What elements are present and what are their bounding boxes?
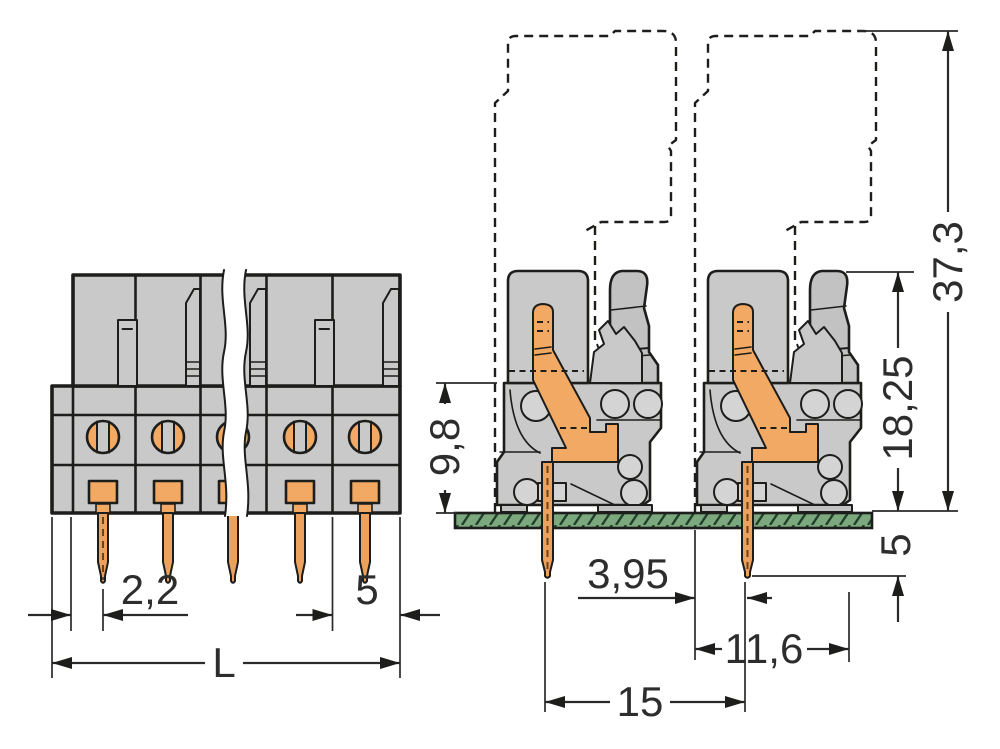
break-tear xyxy=(221,269,250,517)
side-dimensions: 9,8 18,25 37,3 5 3,95 11,6 15 xyxy=(421,30,971,725)
front-dimensions: 2,2 5 L xyxy=(28,517,440,686)
dim-label-height-above-board: 18,25 xyxy=(874,355,921,460)
latch-windows xyxy=(185,288,400,387)
pcb-board xyxy=(453,511,874,530)
pcb-strip xyxy=(453,511,874,530)
dim-label-body-height: 9,8 xyxy=(421,418,468,476)
dim-label-length: L xyxy=(212,639,235,686)
dim-label-total-height: 37,3 xyxy=(924,221,971,303)
front-view: 2,2 5 L xyxy=(28,269,440,686)
coding-slots xyxy=(117,319,335,387)
dim-label-pin-to-outline: 3,95 xyxy=(587,550,669,597)
dim-label-outline-width: 11,6 xyxy=(725,625,804,672)
dim-label-pin-length: 5 xyxy=(872,533,919,556)
dim-label-pin-offset: 2,2 xyxy=(121,566,179,613)
dim-label-pitch: 5 xyxy=(355,566,378,613)
dim-label-pin-spacing: 15 xyxy=(617,678,664,725)
